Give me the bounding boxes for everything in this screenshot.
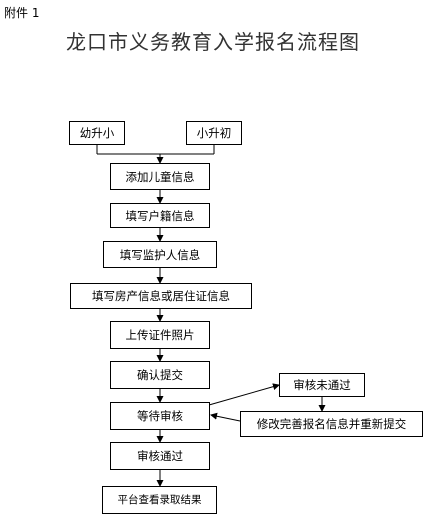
branch-review-rejected: 审核未通过 [279,373,365,397]
entry-node-middle: 小升初 [186,121,242,145]
entry-node-primary: 幼升小 [69,121,125,145]
arrow-to-rejected [208,383,280,406]
step-guardian-info: 填写监护人信息 [103,241,217,268]
step-review-passed: 审核通过 [110,442,210,470]
branch-revise-and-resubmit: 修改完善报名信息并重新提交 [240,411,423,437]
step-confirm-submit: 确认提交 [110,361,210,389]
step-view-admission-result: 平台查看录取结果 [102,486,217,514]
step-upload-photos: 上传证件照片 [110,321,210,349]
attachment-label: 附件 1 [4,6,40,20]
step-await-review: 等待审核 [110,402,210,430]
document-title: 龙口市义务教育入学报名流程图 [66,30,360,54]
step-property-residence-info: 填写房产信息或居住证信息 [70,283,252,309]
arrow-back-to-review [210,412,241,422]
step-household-info: 填写户籍信息 [110,203,210,228]
step-add-child-info: 添加儿童信息 [110,163,210,190]
